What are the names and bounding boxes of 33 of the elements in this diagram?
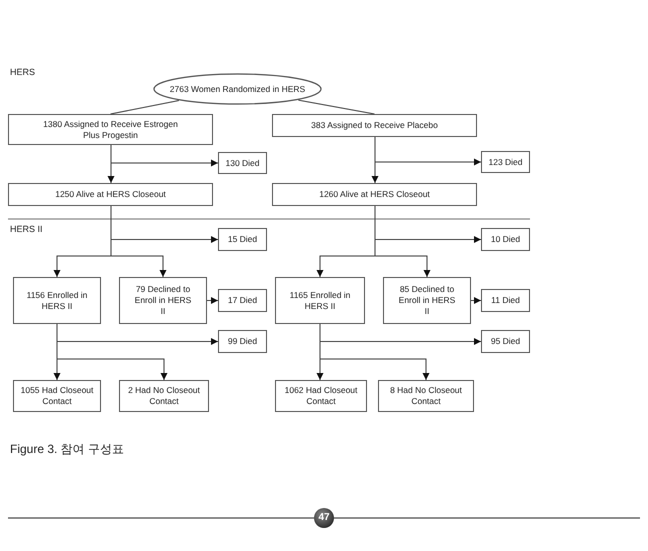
process-box: 10 Died — [481, 228, 530, 251]
process-box: 1165 Enrolled in HERS II — [275, 277, 365, 324]
arrow — [56, 324, 168, 380]
oval-node: 2763 Women Randomized in HERS — [153, 73, 322, 105]
section-label: HERS — [10, 67, 36, 77]
process-box: 15 Died — [218, 228, 267, 251]
arrow — [110, 206, 166, 278]
process-box: 8 Had No Closeout Contact — [378, 380, 474, 412]
arrow — [470, 297, 482, 304]
process-box: 1260 Alive at HERS Closeout — [272, 183, 477, 206]
arrow — [320, 324, 430, 380]
process-box: 2 Had No Closeout Contact — [119, 380, 209, 412]
page-number: 47 — [314, 508, 334, 528]
process-box: 17 Died — [218, 289, 267, 312]
process-box: 383 Assigned to Receive Placebo — [272, 114, 477, 137]
arrow — [108, 144, 114, 184]
process-box: 1250 Alive at HERS Closeout — [8, 183, 213, 206]
process-box: 1055 Had Closeout Contact — [13, 380, 101, 412]
figure-caption: Figure 3. 참여 구성표 — [10, 441, 124, 458]
arrow — [206, 297, 218, 304]
arrow — [372, 136, 378, 184]
process-box: 1156 Enrolled in HERS II — [13, 277, 101, 324]
process-box: 85 Declined to Enroll in HERS II — [383, 277, 471, 324]
process-box: 1062 Had Closeout Contact — [275, 380, 367, 412]
section-label: HERS II — [10, 224, 43, 234]
process-box: 99 Died — [218, 330, 267, 353]
process-box: 79 Declined to Enroll in HERS II — [119, 277, 207, 324]
process-box: 123 Died — [481, 151, 530, 173]
process-box: 1380 Assigned to Receive Estrogen Plus Progestin — [8, 114, 213, 145]
arrow — [374, 206, 430, 278]
process-box: 130 Died — [218, 152, 267, 174]
process-box: 11 Died — [481, 289, 530, 312]
process-box: 95 Died — [481, 330, 530, 353]
